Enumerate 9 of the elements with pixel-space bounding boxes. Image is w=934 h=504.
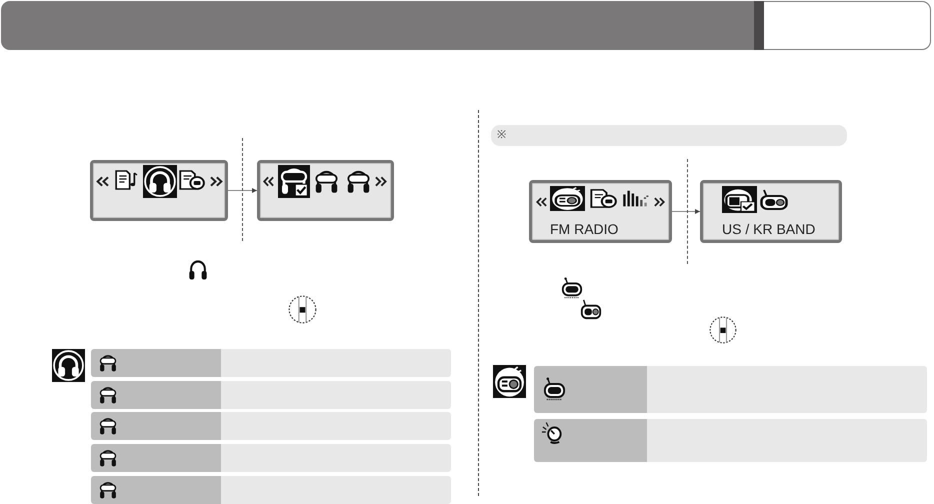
arrow	[672, 209, 700, 214]
arrow	[228, 188, 258, 193]
screen-label: FM RADIO	[550, 221, 618, 237]
note-mark: ※	[497, 129, 506, 142]
screen-label: US / KR BAND	[722, 221, 816, 237]
lcd-screen	[700, 180, 842, 243]
lcd-screen	[529, 180, 672, 243]
lcd-screen	[257, 160, 394, 221]
lcd-screen	[90, 160, 228, 221]
